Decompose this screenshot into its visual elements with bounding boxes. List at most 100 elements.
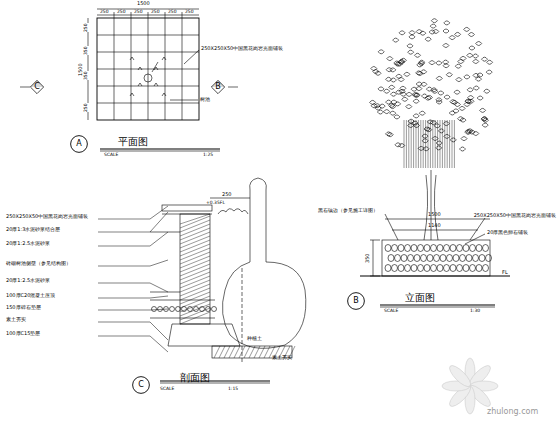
leaf (389, 85, 395, 89)
view-title: 立面图 (405, 293, 435, 303)
leaf (407, 44, 413, 48)
leaf (413, 93, 419, 97)
stone (457, 265, 463, 272)
leaf (422, 134, 428, 138)
shade-line (447, 120, 448, 168)
leaf (390, 111, 396, 115)
leader-line (98, 206, 168, 219)
leaf (406, 105, 412, 109)
leader-line (98, 232, 168, 246)
pebble-mark (154, 83, 158, 86)
gravel (158, 307, 163, 312)
stone (385, 245, 391, 252)
leaf (450, 138, 456, 142)
leaf (443, 60, 449, 64)
stone (473, 255, 479, 262)
leaf (458, 117, 464, 121)
leaf (378, 87, 384, 91)
section-view (98, 178, 306, 383)
level-mark: FL (502, 270, 508, 275)
leaf (400, 58, 406, 62)
stone (411, 265, 417, 272)
layer-note: 250X250X50中国黑花岗岩光面铺装 (6, 214, 88, 219)
leaf (482, 57, 488, 61)
dimension: 250 (117, 10, 126, 15)
stone (401, 255, 407, 262)
view-letter: B (215, 83, 221, 91)
leaf (378, 50, 384, 54)
leaf (420, 31, 426, 35)
stone (392, 265, 398, 272)
leaf (467, 88, 473, 92)
leaf (459, 106, 465, 110)
leaf (481, 117, 487, 121)
stone (483, 245, 489, 252)
leaf (455, 32, 461, 36)
leaf (464, 27, 470, 31)
leaf (458, 60, 464, 64)
pebble-mark (130, 57, 134, 60)
soil-note: 种植土 (247, 336, 262, 341)
level-mark: +0.35FL (206, 201, 225, 206)
leaf (432, 89, 438, 93)
leaf (424, 127, 430, 131)
stone (414, 255, 420, 262)
leaf (395, 143, 401, 147)
leaf (443, 44, 449, 48)
leaf (398, 78, 404, 82)
stone (408, 255, 414, 262)
dimension: 350 (84, 71, 89, 80)
stone (434, 255, 440, 262)
stone (470, 265, 476, 272)
leaf (416, 82, 422, 86)
leaf (436, 61, 442, 65)
leaf (436, 141, 442, 145)
leaf (415, 53, 421, 57)
leaf (443, 29, 449, 33)
leaf (473, 132, 479, 136)
stone (444, 265, 450, 272)
view-callout: A (70, 135, 88, 153)
pebble-mark (138, 83, 142, 86)
leaf (473, 60, 479, 64)
dimension: 250 (185, 10, 194, 15)
leaf (425, 37, 431, 41)
stone (398, 265, 404, 272)
leaf (456, 78, 462, 82)
watermark-logo (442, 358, 498, 414)
leaf (482, 123, 488, 127)
leaf (370, 100, 376, 104)
leaf (453, 109, 459, 113)
leaf (423, 147, 429, 151)
view-letter: A (76, 140, 81, 148)
leader-line (98, 212, 168, 232)
hatch (254, 346, 260, 358)
leaf (430, 121, 436, 125)
layer-note: 砖砌树池侧壁（参见结构图） (6, 261, 71, 266)
leaf (455, 64, 461, 68)
stone (431, 245, 437, 252)
circle (348, 293, 365, 310)
stone (424, 265, 430, 272)
scale-label: SCALE (104, 153, 118, 158)
scale-value: 1:15 (228, 387, 238, 392)
elevation-view (360, 19, 510, 307)
leaf (413, 99, 419, 103)
leaf (460, 147, 466, 151)
leader-line (98, 322, 168, 340)
shade-line (413, 120, 414, 168)
leaf (377, 110, 383, 114)
stone (437, 265, 443, 272)
stone (427, 255, 433, 262)
stone (424, 245, 430, 252)
gravel (152, 307, 157, 312)
shade-line (449, 120, 450, 168)
stone (388, 255, 394, 262)
leaf (482, 117, 488, 121)
petal (447, 363, 474, 390)
leaf (393, 38, 399, 42)
dimension: 250 (84, 103, 89, 112)
hatch (234, 346, 240, 358)
leaf (436, 98, 442, 102)
leaf (412, 121, 418, 125)
